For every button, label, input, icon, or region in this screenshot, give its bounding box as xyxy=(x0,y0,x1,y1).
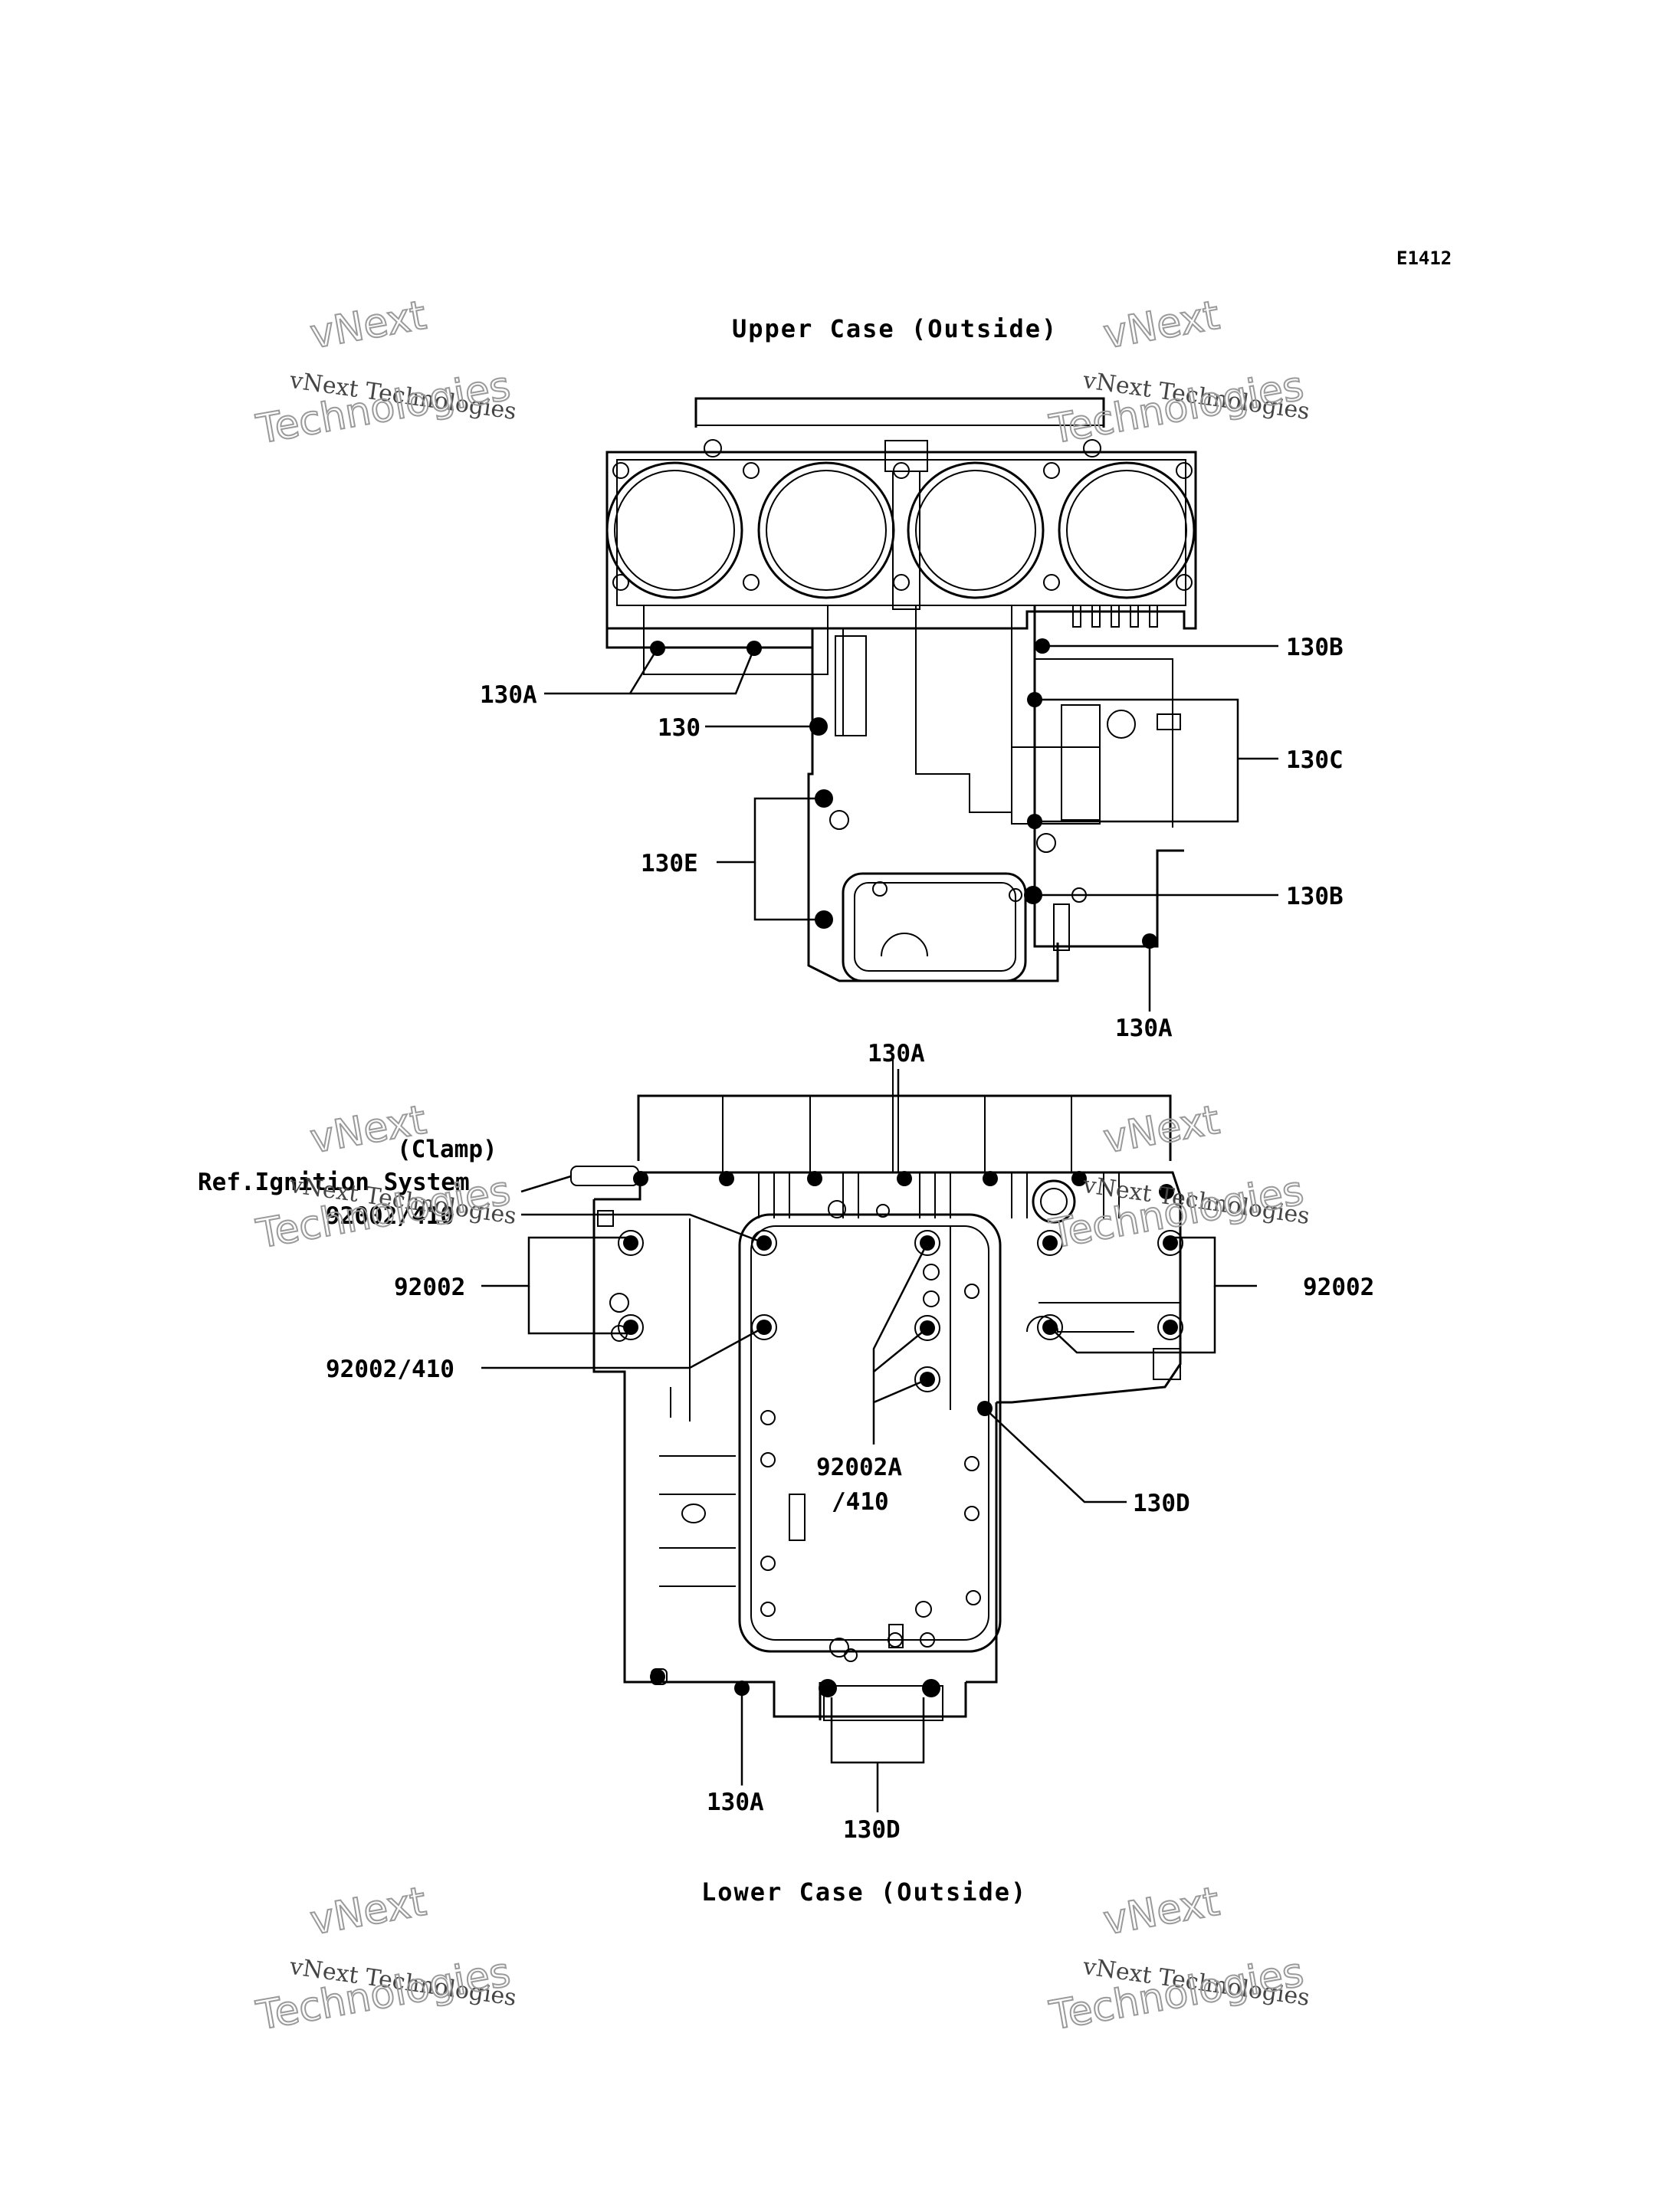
label-130A-upper-bottom: 130A xyxy=(1115,1015,1173,1042)
svg-text:vNext: vNext xyxy=(1100,293,1222,358)
upper-leader-lines xyxy=(544,644,1278,1012)
label-130A-lower-bottom: 130A xyxy=(707,1789,764,1816)
diagram-code: E1412 xyxy=(1396,248,1452,269)
label-92002-right: 92002 xyxy=(1303,1274,1374,1301)
label-clamp: (Clamp) xyxy=(397,1136,497,1163)
svg-text:vNext: vNext xyxy=(1100,1097,1222,1162)
label-ref-ignition-system: Ref.Ignition System xyxy=(198,1169,470,1196)
label-130C-upper: 130C xyxy=(1286,746,1344,774)
label-130E-upper: 130E xyxy=(641,850,698,877)
upper-case-title: Upper Case (Outside) xyxy=(732,314,1058,343)
label-92002A: 92002A xyxy=(816,1454,902,1481)
label-130D-bottom: 130D xyxy=(843,1816,901,1844)
svg-text:vNext: vNext xyxy=(307,1879,429,1944)
label-410: /410 xyxy=(832,1488,889,1516)
lower-case-drawing xyxy=(570,1058,1183,1721)
watermark-6: vNext vNext Technologies Technologies xyxy=(1045,1878,1311,2041)
label-92002-410-bottom: 92002/410 xyxy=(326,1356,454,1383)
svg-text:vNext: vNext xyxy=(307,293,429,358)
svg-text:vNext: vNext xyxy=(1100,1879,1222,1944)
label-130A-upper-left: 130A xyxy=(480,681,537,709)
label-130D-right: 130D xyxy=(1133,1490,1190,1517)
label-130-upper: 130 xyxy=(658,714,701,742)
watermark-2: vNext vNext Technologies Technologies xyxy=(1045,292,1311,454)
label-130B-upper-bottom: 130B xyxy=(1286,883,1344,910)
watermark-5: vNext vNext Technologies Technologies xyxy=(252,1878,518,2041)
lower-case-title: Lower Case (Outside) xyxy=(701,1877,1027,1907)
label-92002-left: 92002 xyxy=(394,1274,465,1301)
label-130B-upper-top: 130B xyxy=(1286,634,1344,661)
lower-leader-lines xyxy=(481,1069,1257,1812)
label-130A-lower-top: 130A xyxy=(868,1040,925,1067)
upper-case-drawing xyxy=(605,397,1197,982)
watermark-1: vNext vNext Technologies Technologies xyxy=(252,292,518,454)
label-92002-410-top: 92002/410 xyxy=(326,1202,454,1230)
